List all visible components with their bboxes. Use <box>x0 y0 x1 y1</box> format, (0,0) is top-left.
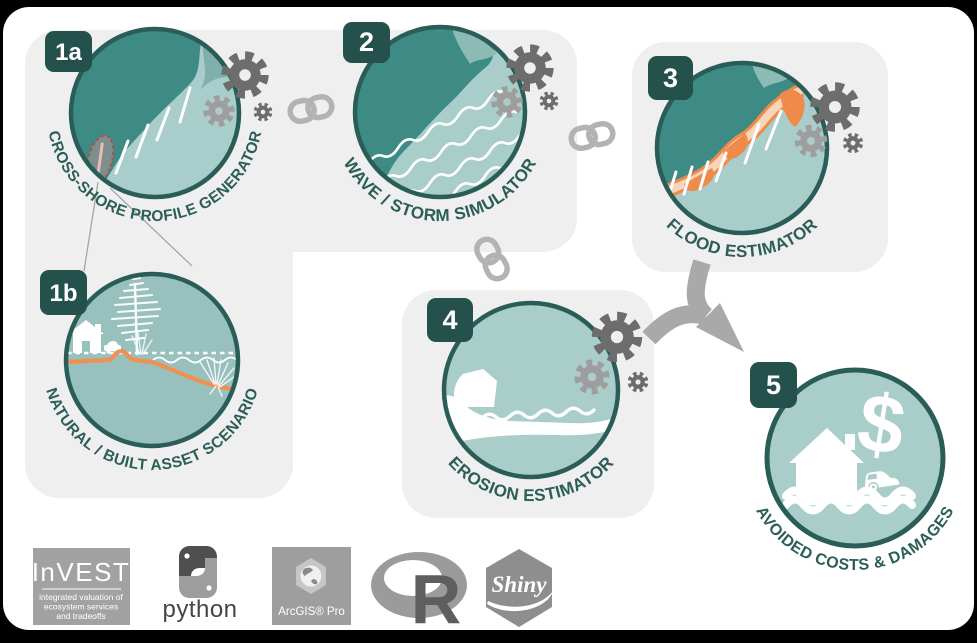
python-logo: python <box>162 546 237 623</box>
flood-band <box>657 83 805 201</box>
module-1b: 1b NATURAL / BUILT ASSET SCENARIO <box>40 270 261 474</box>
car-icon <box>865 471 900 493</box>
python-wordmark: python <box>162 596 237 623</box>
python-icon <box>179 546 217 598</box>
module-1a-number: 1a <box>55 39 82 66</box>
invest-logo: InVEST integrated valuation of ecosystem… <box>32 548 131 625</box>
r-ring <box>371 552 467 618</box>
module-3-circle <box>654 60 830 236</box>
arcgis-pro-logo: ArcGIS® Pro <box>272 547 351 625</box>
merge-arrow-icon <box>642 259 744 352</box>
invest-name: InVEST <box>32 557 131 587</box>
asset-scenario-art <box>66 274 238 446</box>
r-logo: R <box>371 552 467 638</box>
flood-map-art <box>657 63 827 233</box>
module-5-number: 5 <box>766 370 781 400</box>
module-4-circle <box>441 300 621 480</box>
logo-row: InVEST integrated valuation of ecosystem… <box>32 546 553 638</box>
module-4-number: 4 <box>442 305 457 335</box>
module-1b-number: 1b <box>49 280 77 307</box>
module-3-badge: 3 <box>648 56 693 100</box>
module-5: $ 5 AVOIDED COSTS & DAMAGES <box>750 362 957 574</box>
module-2-number: 2 <box>359 27 374 57</box>
module-5-badge: 5 <box>750 362 797 408</box>
shiny-label: Shiny <box>492 572 548 597</box>
module-2-circle <box>352 24 528 200</box>
arcgis-globe-icon <box>296 558 326 594</box>
module-1a-circle <box>68 26 242 200</box>
beach-profile-shape <box>444 394 617 442</box>
flood-wave-icon <box>782 486 916 515</box>
car-icon <box>104 341 121 354</box>
module-1b-circle <box>63 271 241 449</box>
shiny-swoosh <box>487 591 553 612</box>
water-surface-wave <box>480 406 596 422</box>
profile-line <box>66 349 238 392</box>
arcgis-label: ArcGIS® Pro <box>278 606 345 618</box>
module-1b-badge: 1b <box>40 270 87 315</box>
invest-tagline-2: ecosystem services <box>44 602 118 612</box>
module-5-circle <box>764 367 946 549</box>
invest-tagline-3: and tradeoffs <box>56 611 105 621</box>
transect-lines <box>114 86 192 175</box>
shiny-logo: Shiny <box>486 549 553 627</box>
module-1a-badge: 1a <box>45 31 92 72</box>
module-4: 4 EROSION ESTIMATOR <box>427 298 648 505</box>
module-2-badge: 2 <box>343 22 390 63</box>
house-icon <box>453 369 497 407</box>
house-icon <box>68 320 104 353</box>
module-4-badge: 4 <box>427 298 473 342</box>
tree-icon <box>111 277 161 356</box>
zoom-indicator-lines <box>83 181 193 272</box>
module-3-number: 3 <box>663 63 678 93</box>
r-letter: R <box>411 560 462 638</box>
water-surface-wave <box>152 356 238 364</box>
module-2: 2 WAVE / STORM SIMULATOR <box>340 22 560 225</box>
invest-tagline-1: integrated valuation of <box>39 592 123 602</box>
